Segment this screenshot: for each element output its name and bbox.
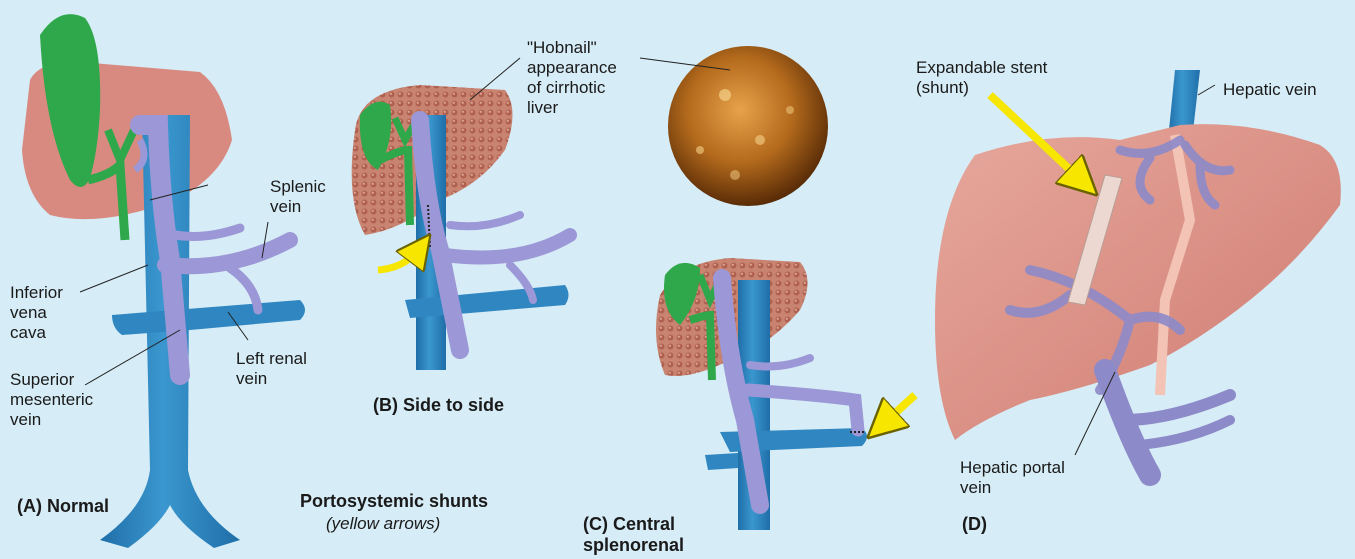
panel-d-stent <box>935 70 1341 475</box>
caption-b: (B) Side to side <box>373 395 504 416</box>
leader-ivc <box>80 265 148 292</box>
left-renal-vein-blue <box>112 300 305 335</box>
splenic-vein-b <box>445 235 570 258</box>
splenic-lower-branch-a <box>230 268 258 310</box>
caption-a: (A) Normal <box>17 496 109 517</box>
label-inferior-vena-cava: Inferior vena cava <box>10 283 63 343</box>
portal-tributary-1 <box>1125 395 1230 420</box>
figure-subtitle: (yellow arrows) <box>326 514 440 534</box>
label-splenic-vein: Splenic vein <box>270 177 326 217</box>
panel-c-central-splenorenal <box>656 258 915 530</box>
label-expandable-stent: Expandable stent (shunt) <box>916 58 1047 98</box>
figure-title: Portosystemic shunts <box>300 491 488 512</box>
splenic-branch-b <box>450 215 520 226</box>
caption-c: (C) Central splenorenal <box>583 514 684 556</box>
caption-d: (D) <box>962 514 987 535</box>
left-renal-vein-lower-c <box>705 453 738 470</box>
yellow-arrow-b <box>378 248 420 270</box>
label-hepatic-portal-vein: Hepatic portal vein <box>960 458 1065 498</box>
label-hepatic-vein: Hepatic vein <box>1223 80 1317 100</box>
yellow-arrow-c <box>882 395 915 425</box>
label-superior-mesenteric-vein: Superior mesenteric vein <box>10 370 93 430</box>
hobnail-photo <box>640 46 828 206</box>
label-left-renal-vein: Left renal vein <box>236 349 307 389</box>
panel-a-normal <box>22 14 305 548</box>
label-hobnail: "Hobnail" appearance of cirrhotic liver <box>527 38 617 118</box>
leader-hepatic-vein <box>1198 85 1215 95</box>
